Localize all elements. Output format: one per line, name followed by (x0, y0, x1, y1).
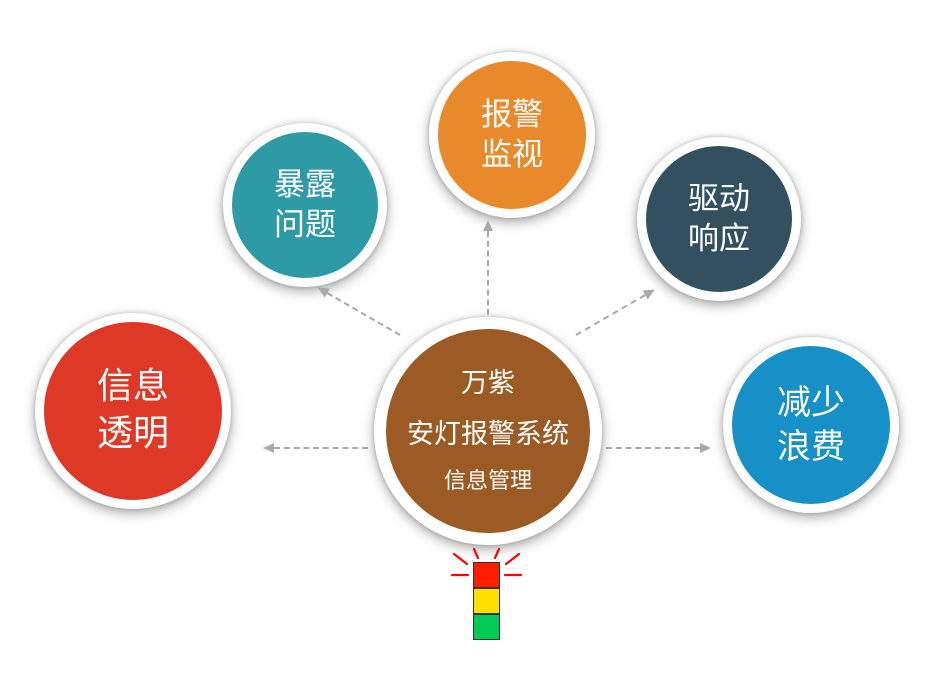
circle-label-line: 问题 (274, 207, 336, 243)
circle-label-line: 驱动 (688, 180, 750, 217)
circle-label-line: 暴露 (274, 166, 336, 203)
center-title-line: 万紫 (461, 367, 515, 399)
andon-yellow-light (473, 588, 500, 614)
andon-tower-light (440, 548, 535, 658)
andon-red-light (473, 562, 500, 588)
circle-label-line: 减少 (777, 382, 845, 423)
circle-drive-response: 驱动 响应 (637, 137, 801, 301)
andon-green-light (473, 614, 500, 640)
arrow-to-information-transparency (274, 447, 368, 449)
arrow-to-expose-problems (326, 292, 401, 336)
circle-information-transparency: 信息 透明 (35, 313, 231, 509)
center-circle-andon-system: 万紫 安灯报警系统 信息管理 (374, 317, 602, 545)
circle-label-line: 监视 (481, 137, 543, 173)
center-title-line: 安灯报警系统 (407, 418, 569, 450)
arrow-to-reduce-waste (606, 443, 711, 453)
arrow-to-drive-response (575, 294, 646, 336)
circle-label-line: 透明 (96, 413, 169, 454)
alarm-rays-icon (450, 548, 523, 577)
circle-label-line: 浪费 (777, 427, 845, 467)
circle-label-line: 响应 (688, 221, 750, 257)
circle-label-line: 报警 (481, 96, 543, 133)
circle-label-line: 信息 (96, 366, 169, 408)
circle-reduce-waste: 减少 浪费 (723, 337, 899, 513)
center-title-line: 信息管理 (443, 468, 532, 494)
andon-light-stack (473, 562, 500, 640)
arrow-to-alarm-monitoring (487, 231, 489, 315)
circle-alarm-monitoring: 报警 监视 (429, 52, 595, 218)
circle-expose-problems: 暴露 问题 (223, 123, 387, 287)
